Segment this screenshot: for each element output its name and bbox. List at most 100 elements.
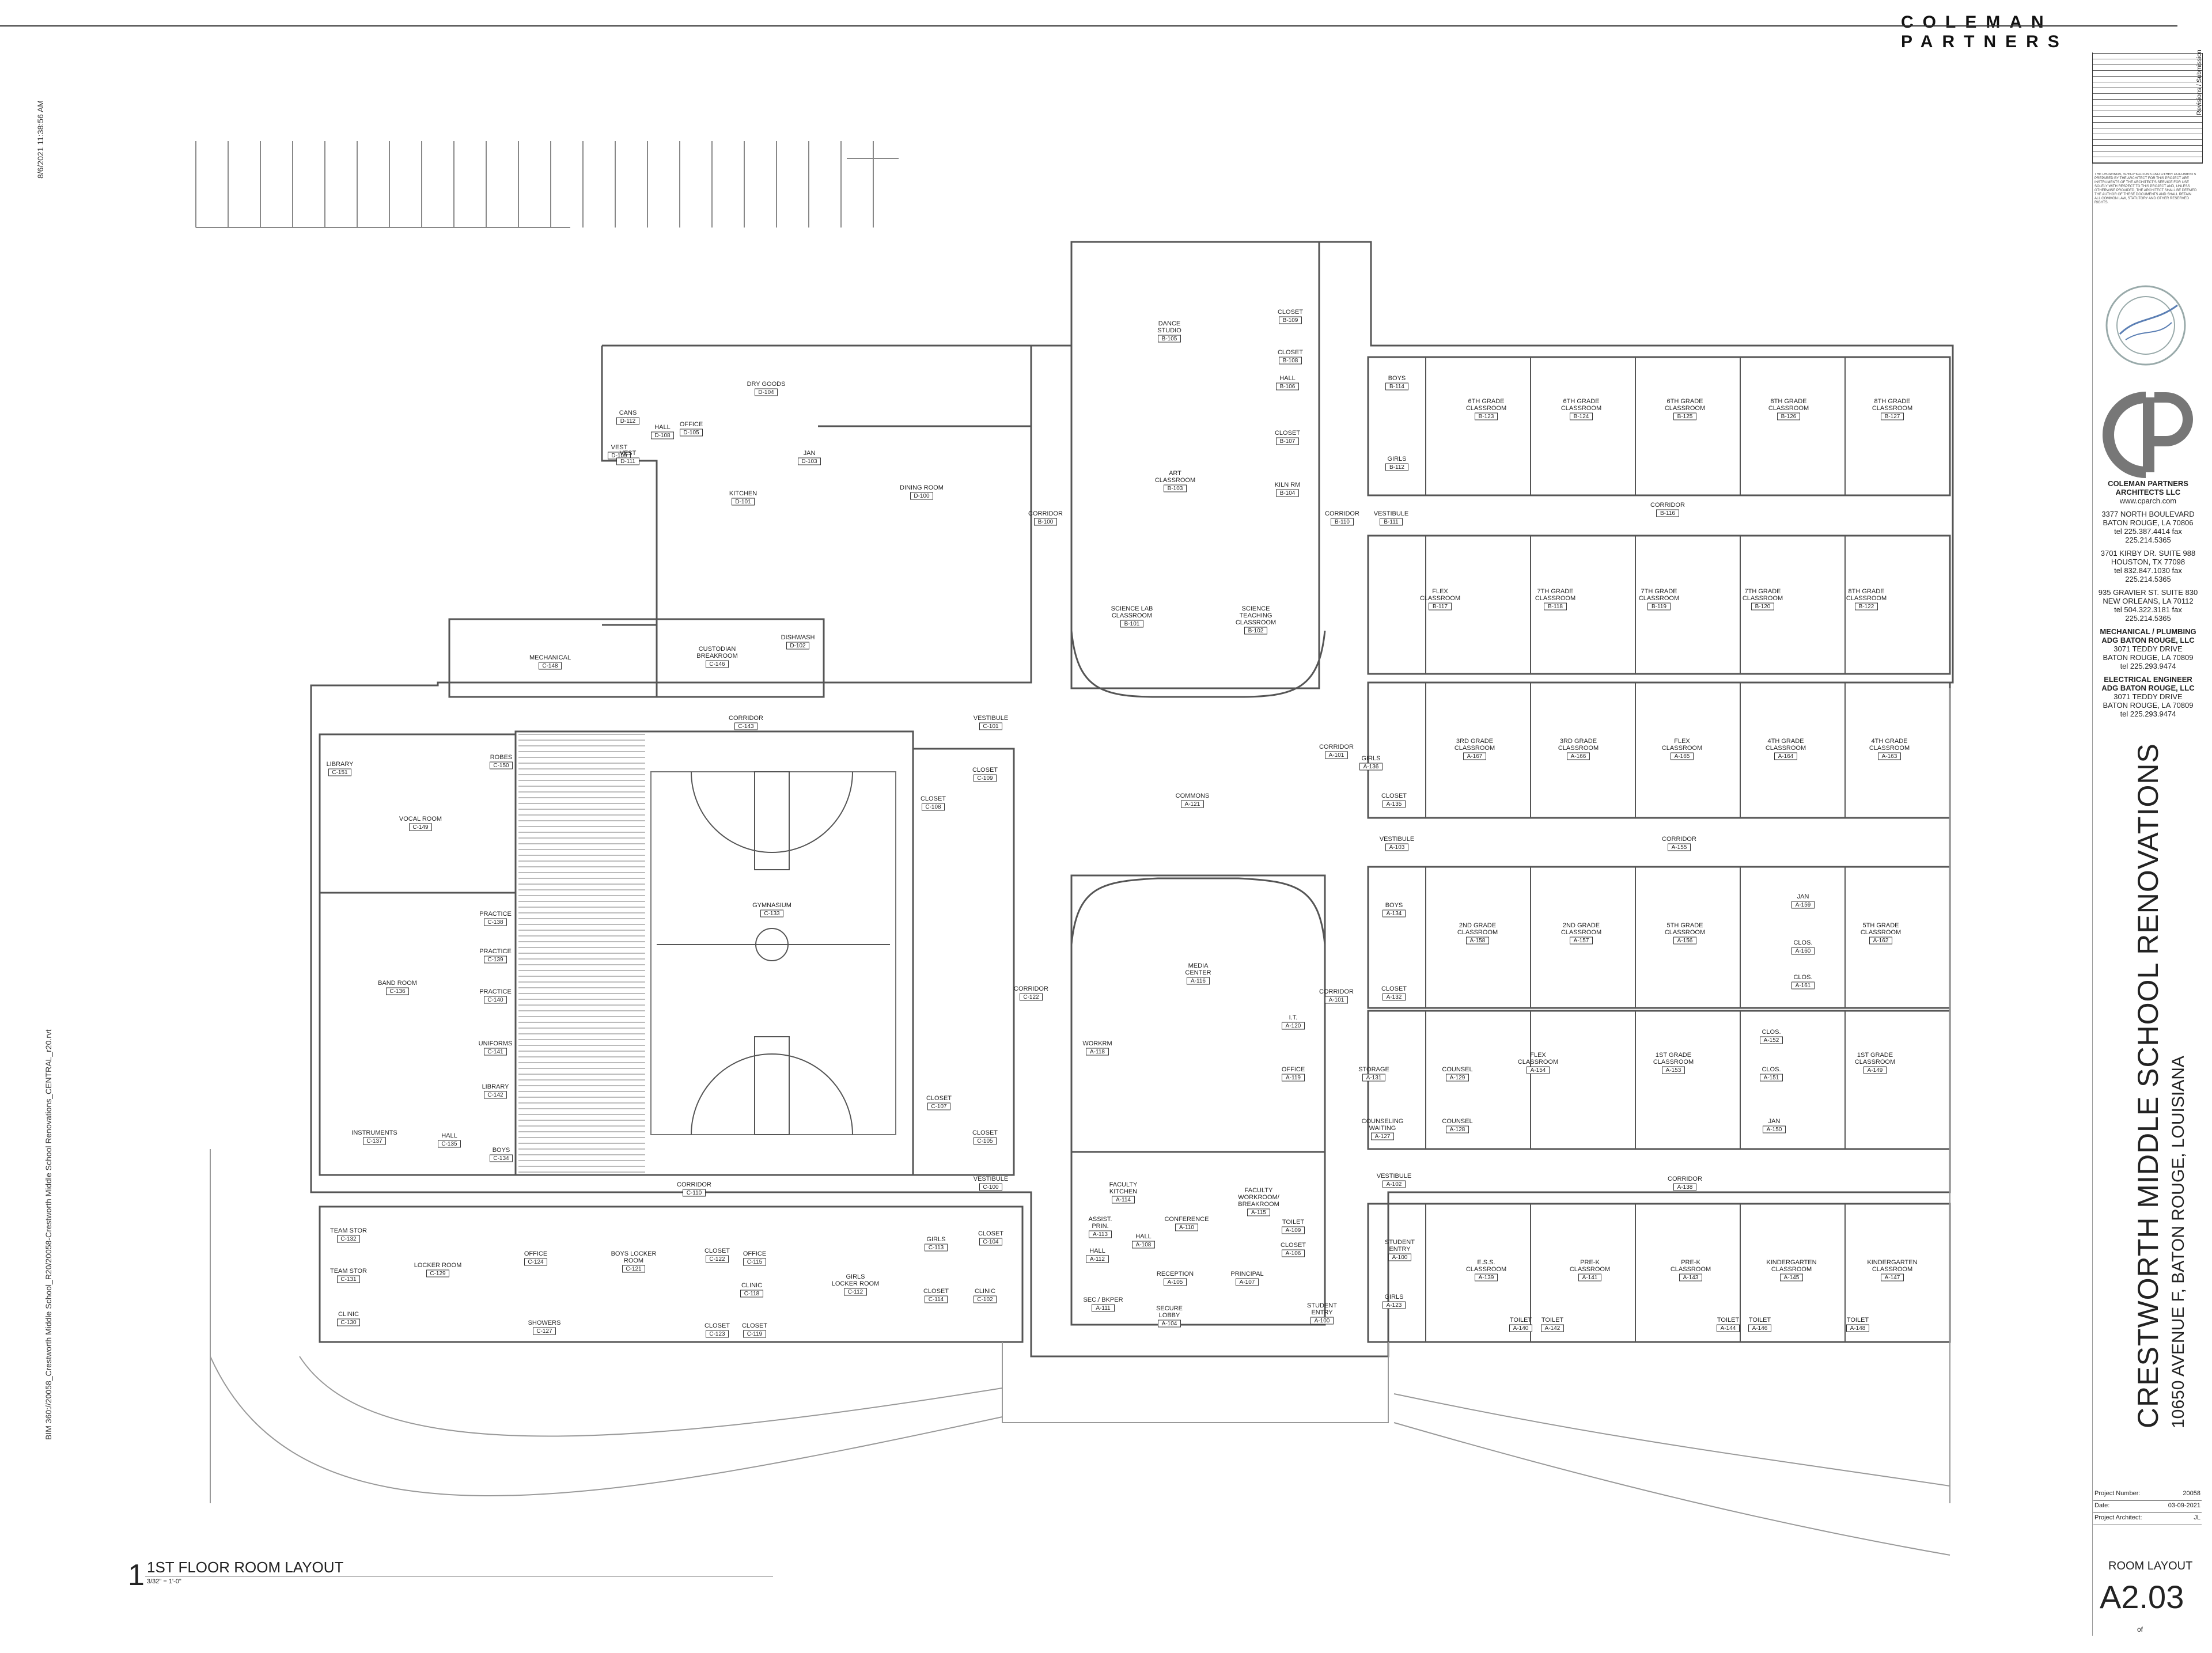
sheet-title: ROOM LAYOUT (2108, 1560, 2193, 1572)
room-name: CLASSROOM (1771, 1266, 1812, 1273)
room-name: BAND ROOM (378, 980, 417, 987)
room-name: OFFICE (524, 1250, 547, 1257)
room-number: A-103 (1389, 844, 1405, 851)
room-number-box (974, 1137, 997, 1145)
room-number-box (1760, 1074, 1783, 1082)
room-number: B-109 (1283, 317, 1298, 324)
room-number-box (1325, 996, 1348, 1004)
room-number: B-111 (1384, 519, 1399, 525)
room-number: A-100 (1392, 1254, 1408, 1261)
room-number: A-110 (1179, 1224, 1194, 1231)
room-name: CLASSROOM (1112, 612, 1152, 619)
room-number-box (979, 1238, 1002, 1246)
room-name: CUSTODIAN (699, 646, 736, 653)
room-number: A-102 (1387, 1181, 1402, 1188)
room-number-box (1668, 843, 1691, 851)
room-number-box (743, 1330, 766, 1338)
room-number-box (1276, 382, 1299, 390)
room-name: CORRIDOR (1650, 502, 1685, 509)
room-number-box (622, 1265, 645, 1273)
room-number: A-115 (1251, 1210, 1266, 1216)
room-name: CLASSROOM (1846, 595, 1887, 602)
room-number-box (1385, 463, 1408, 471)
room-name: LOCKER ROOM (414, 1262, 462, 1269)
room-number-box (1429, 602, 1452, 611)
room-number: D-102 (790, 643, 806, 649)
room-name: PRACTICE (479, 911, 512, 918)
room-name: CLOSET (704, 1248, 730, 1254)
room-name: GIRLS (1387, 456, 1406, 462)
room-number-box (1751, 602, 1774, 611)
room-number-box (1331, 518, 1354, 526)
room-number: B-114 (1389, 384, 1404, 390)
room-name: KILN RM (1275, 482, 1301, 488)
room-name: CLASSROOM (1535, 595, 1575, 602)
room-number: B-102 (1248, 628, 1264, 634)
room-name: SHOWERS (528, 1320, 561, 1326)
room-number: C-130 (340, 1320, 357, 1326)
copyright-notice: THE DRAWINGS, SPECIFICATIONS AND OTHER D… (2094, 173, 2197, 204)
room-name: CORRIDOR (1325, 510, 1359, 517)
room-number-box (760, 909, 783, 918)
room-name: CENTER (1185, 969, 1211, 976)
firm-line: NEW ORLEANS, LA 70112 (2103, 597, 2194, 605)
room-name: 5TH GRADE (1667, 922, 1703, 929)
room-number: D-109 (611, 453, 627, 459)
project-architect-value: JL (2194, 1514, 2200, 1521)
project-title: CRESTWORTH MIDDLE SCHOOL RENOVATIONS (2132, 743, 2164, 1428)
room-number: A-153 (1666, 1067, 1681, 1074)
room-name: 1ST GRADE (1656, 1052, 1691, 1059)
room-name: OFFICE (1282, 1066, 1305, 1073)
room-number-box (974, 774, 997, 782)
room-number-box (1187, 977, 1210, 985)
room-name: CLINIC (741, 1282, 762, 1289)
room-name: 8TH GRADE (1874, 398, 1911, 405)
room-number: A-144 (1721, 1325, 1736, 1332)
room-number-box (1774, 752, 1797, 760)
room-name: GIRLS (926, 1236, 945, 1243)
room-name: TEACHING (1240, 612, 1272, 619)
room-number: A-119 (1286, 1075, 1301, 1081)
room-name: ROBES (490, 754, 513, 761)
room-number: D-104 (758, 389, 774, 396)
room-number: B-124 (1574, 414, 1589, 420)
room-name: CLOSET (972, 1129, 998, 1136)
room-number: C-137 (366, 1138, 382, 1144)
sheet-of: of (2137, 1625, 2143, 1633)
room-number-box (1527, 1066, 1550, 1074)
room-number-box (1791, 947, 1815, 955)
parking-lot (195, 141, 899, 228)
room-number: C-119 (747, 1331, 763, 1337)
